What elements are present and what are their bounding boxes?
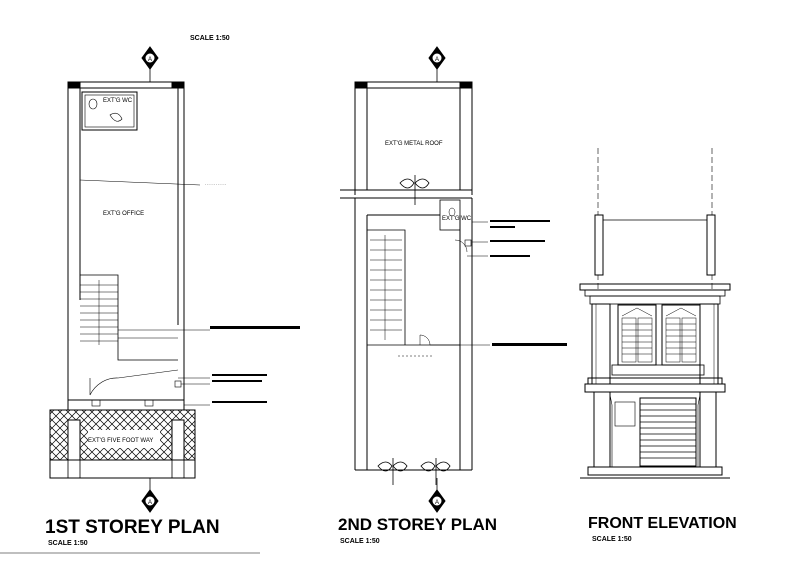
svg-text:A: A — [435, 500, 439, 506]
elevation-scale: SCALE 1:50 — [592, 536, 632, 543]
first-office-label: EXT'G OFFICE — [103, 211, 144, 217]
first-storey-plan: A EXT'G WC EXT'G OFFICE - - - - - - - - … — [49, 46, 226, 513]
section-marker-bottom-left: A — [141, 478, 159, 513]
svg-text:- - - - - - - - - - - -: - - - - - - - - - - - - — [205, 182, 226, 186]
second-roof-label: EXT'G METAL ROOF — [385, 141, 443, 147]
first-annotations — [210, 326, 300, 403]
second-annotations — [490, 220, 567, 346]
second-wc-label: EXT'G WC — [442, 216, 472, 222]
elevation-title: FRONT ELEVATION — [588, 515, 737, 532]
front-elevation — [579, 148, 731, 479]
svg-text:A: A — [148, 500, 152, 506]
svg-text:A: A — [435, 57, 439, 63]
top-scale-label: SCALE 1:50 — [190, 35, 230, 42]
elevation-window-shutters — [621, 307, 697, 363]
first-wc-label: EXT'G WC — [103, 98, 133, 104]
first-plan-scale: SCALE 1:50 — [48, 540, 88, 547]
section-marker-top-left: A — [141, 46, 159, 82]
first-plan-title: 1ST STOREY PLAN — [45, 517, 220, 538]
second-plan-title: 2ND STOREY PLAN — [338, 515, 497, 534]
svg-text:A: A — [148, 57, 152, 63]
second-storey-plan: A EXT'G METAL ROOF EXT'G WC — [340, 46, 490, 513]
section-marker-bottom-middle: A — [428, 478, 446, 513]
second-plan-scale: SCALE 1:50 — [340, 538, 380, 545]
first-footway-label: EXT'G FIVE FOOT WAY — [88, 438, 153, 444]
section-marker-top-middle: A — [428, 46, 446, 82]
